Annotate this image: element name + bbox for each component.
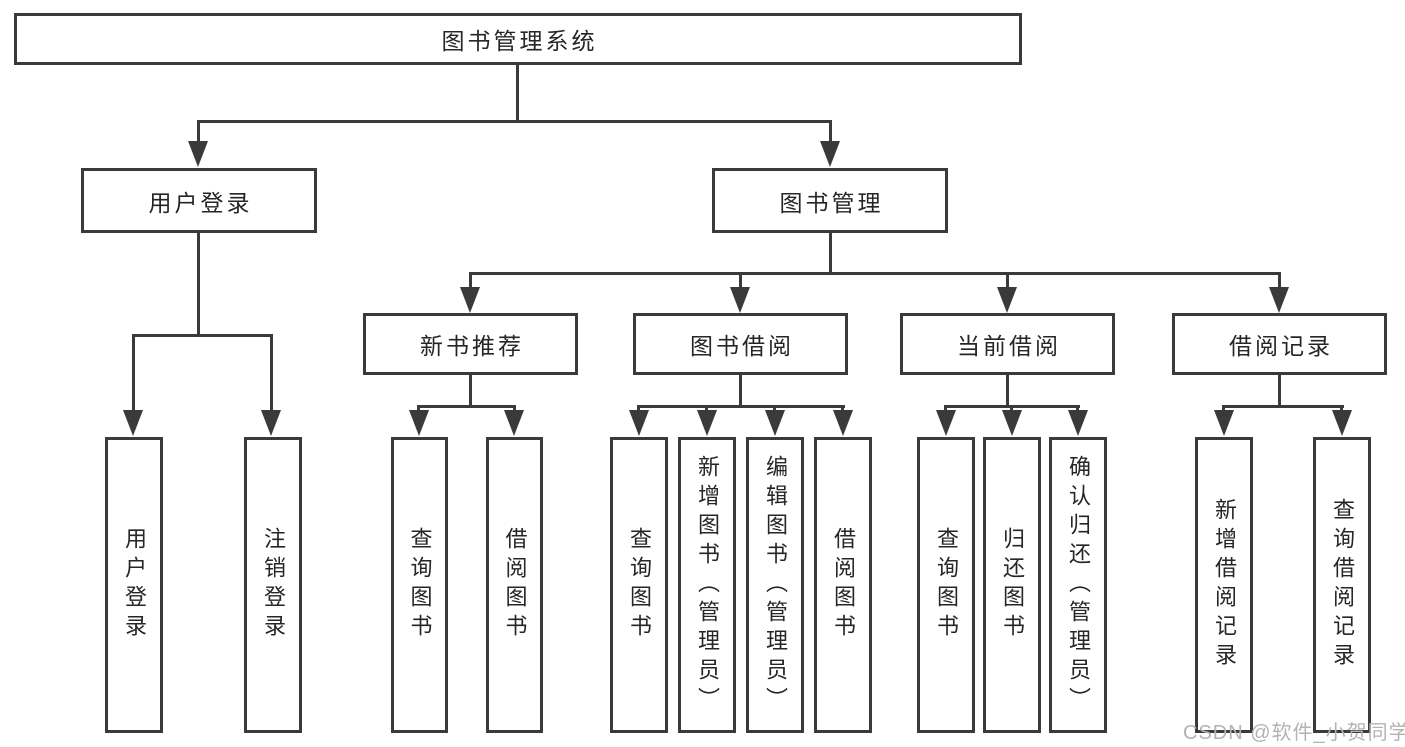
connector-line	[739, 375, 742, 408]
arrowhead-down-icon	[833, 410, 853, 436]
arrowhead-down-icon	[629, 410, 649, 436]
connector-line	[1010, 405, 1013, 413]
connector-line	[513, 405, 516, 413]
arrowhead-down-icon	[765, 410, 785, 436]
connector-line	[739, 272, 742, 289]
connector-line	[1006, 272, 1009, 289]
connector-line	[417, 405, 420, 413]
node-user-login: 用户登录	[81, 168, 317, 233]
node-return-book: 归还图书	[983, 437, 1041, 733]
node-user-login-action: 用户登录	[105, 437, 163, 733]
connector-line	[944, 405, 947, 413]
arrowhead-down-icon	[460, 287, 480, 313]
arrowhead-down-icon	[261, 410, 281, 436]
node-search-book-current: 查询图书	[917, 437, 975, 733]
node-book-management: 图书管理	[712, 168, 948, 233]
connector-line	[197, 120, 200, 142]
arrowhead-down-icon	[123, 410, 143, 436]
connector-line	[1076, 405, 1079, 413]
arrowhead-down-icon	[936, 410, 956, 436]
node-confirm-return-admin: 确认归还（管理员）	[1049, 437, 1107, 733]
connector-split	[417, 405, 516, 408]
connector-line	[132, 334, 135, 410]
node-book-borrow: 图书借阅	[633, 313, 848, 375]
arrowhead-down-icon	[820, 141, 840, 167]
node-borrow-book-action: 借阅图书	[814, 437, 872, 733]
connector-line	[270, 334, 273, 410]
node-search-borrow-record: 查询借阅记录	[1313, 437, 1371, 733]
connector-split	[132, 334, 273, 337]
connector-split	[637, 405, 845, 408]
connector-root-split	[197, 120, 832, 123]
node-new-book-recommend: 新书推荐	[363, 313, 578, 375]
arrowhead-down-icon	[1269, 287, 1289, 313]
connector-line	[705, 405, 708, 413]
node-current-borrow: 当前借阅	[900, 313, 1115, 375]
arrowhead-down-icon	[504, 410, 524, 436]
connector-line	[1340, 405, 1343, 413]
node-borrow-records: 借阅记录	[1172, 313, 1387, 375]
node-search-book-borrow: 查询图书	[610, 437, 668, 733]
arrowhead-down-icon	[1002, 410, 1022, 436]
arrowhead-down-icon	[188, 141, 208, 167]
node-add-book-admin: 新增图书（管理员）	[678, 437, 736, 733]
node-search-book-recommend: 查询图书	[391, 437, 448, 733]
connector-line	[469, 272, 472, 289]
arrowhead-down-icon	[1068, 410, 1088, 436]
connector-line	[841, 405, 844, 413]
node-edit-book-admin: 编辑图书（管理员）	[746, 437, 804, 733]
arrowhead-down-icon	[409, 410, 429, 436]
connector-line	[1222, 405, 1225, 413]
node-borrow-book-recommend: 借阅图书	[486, 437, 543, 733]
connector-split	[1222, 405, 1344, 408]
connector-root-stem	[516, 65, 519, 120]
node-logout-action: 注销登录	[244, 437, 302, 733]
connector-line	[829, 233, 832, 275]
connector-line	[197, 233, 200, 336]
connector-line	[469, 375, 472, 408]
arrowhead-down-icon	[730, 287, 750, 313]
connector-line	[1278, 375, 1281, 408]
connector-line	[1278, 272, 1281, 289]
connector-line	[637, 405, 640, 413]
connector-line	[1006, 375, 1009, 408]
arrowhead-down-icon	[1214, 410, 1234, 436]
arrowhead-down-icon	[997, 287, 1017, 313]
arrowhead-down-icon	[697, 410, 717, 436]
node-add-borrow-record: 新增借阅记录	[1195, 437, 1253, 733]
connector-line	[773, 405, 776, 413]
connector-split	[469, 272, 1281, 275]
node-root: 图书管理系统	[14, 13, 1022, 65]
connector-line	[829, 120, 832, 142]
arrowhead-down-icon	[1332, 410, 1352, 436]
csdn-watermark: CSDN @软件_小贺同学	[1183, 722, 1405, 744]
